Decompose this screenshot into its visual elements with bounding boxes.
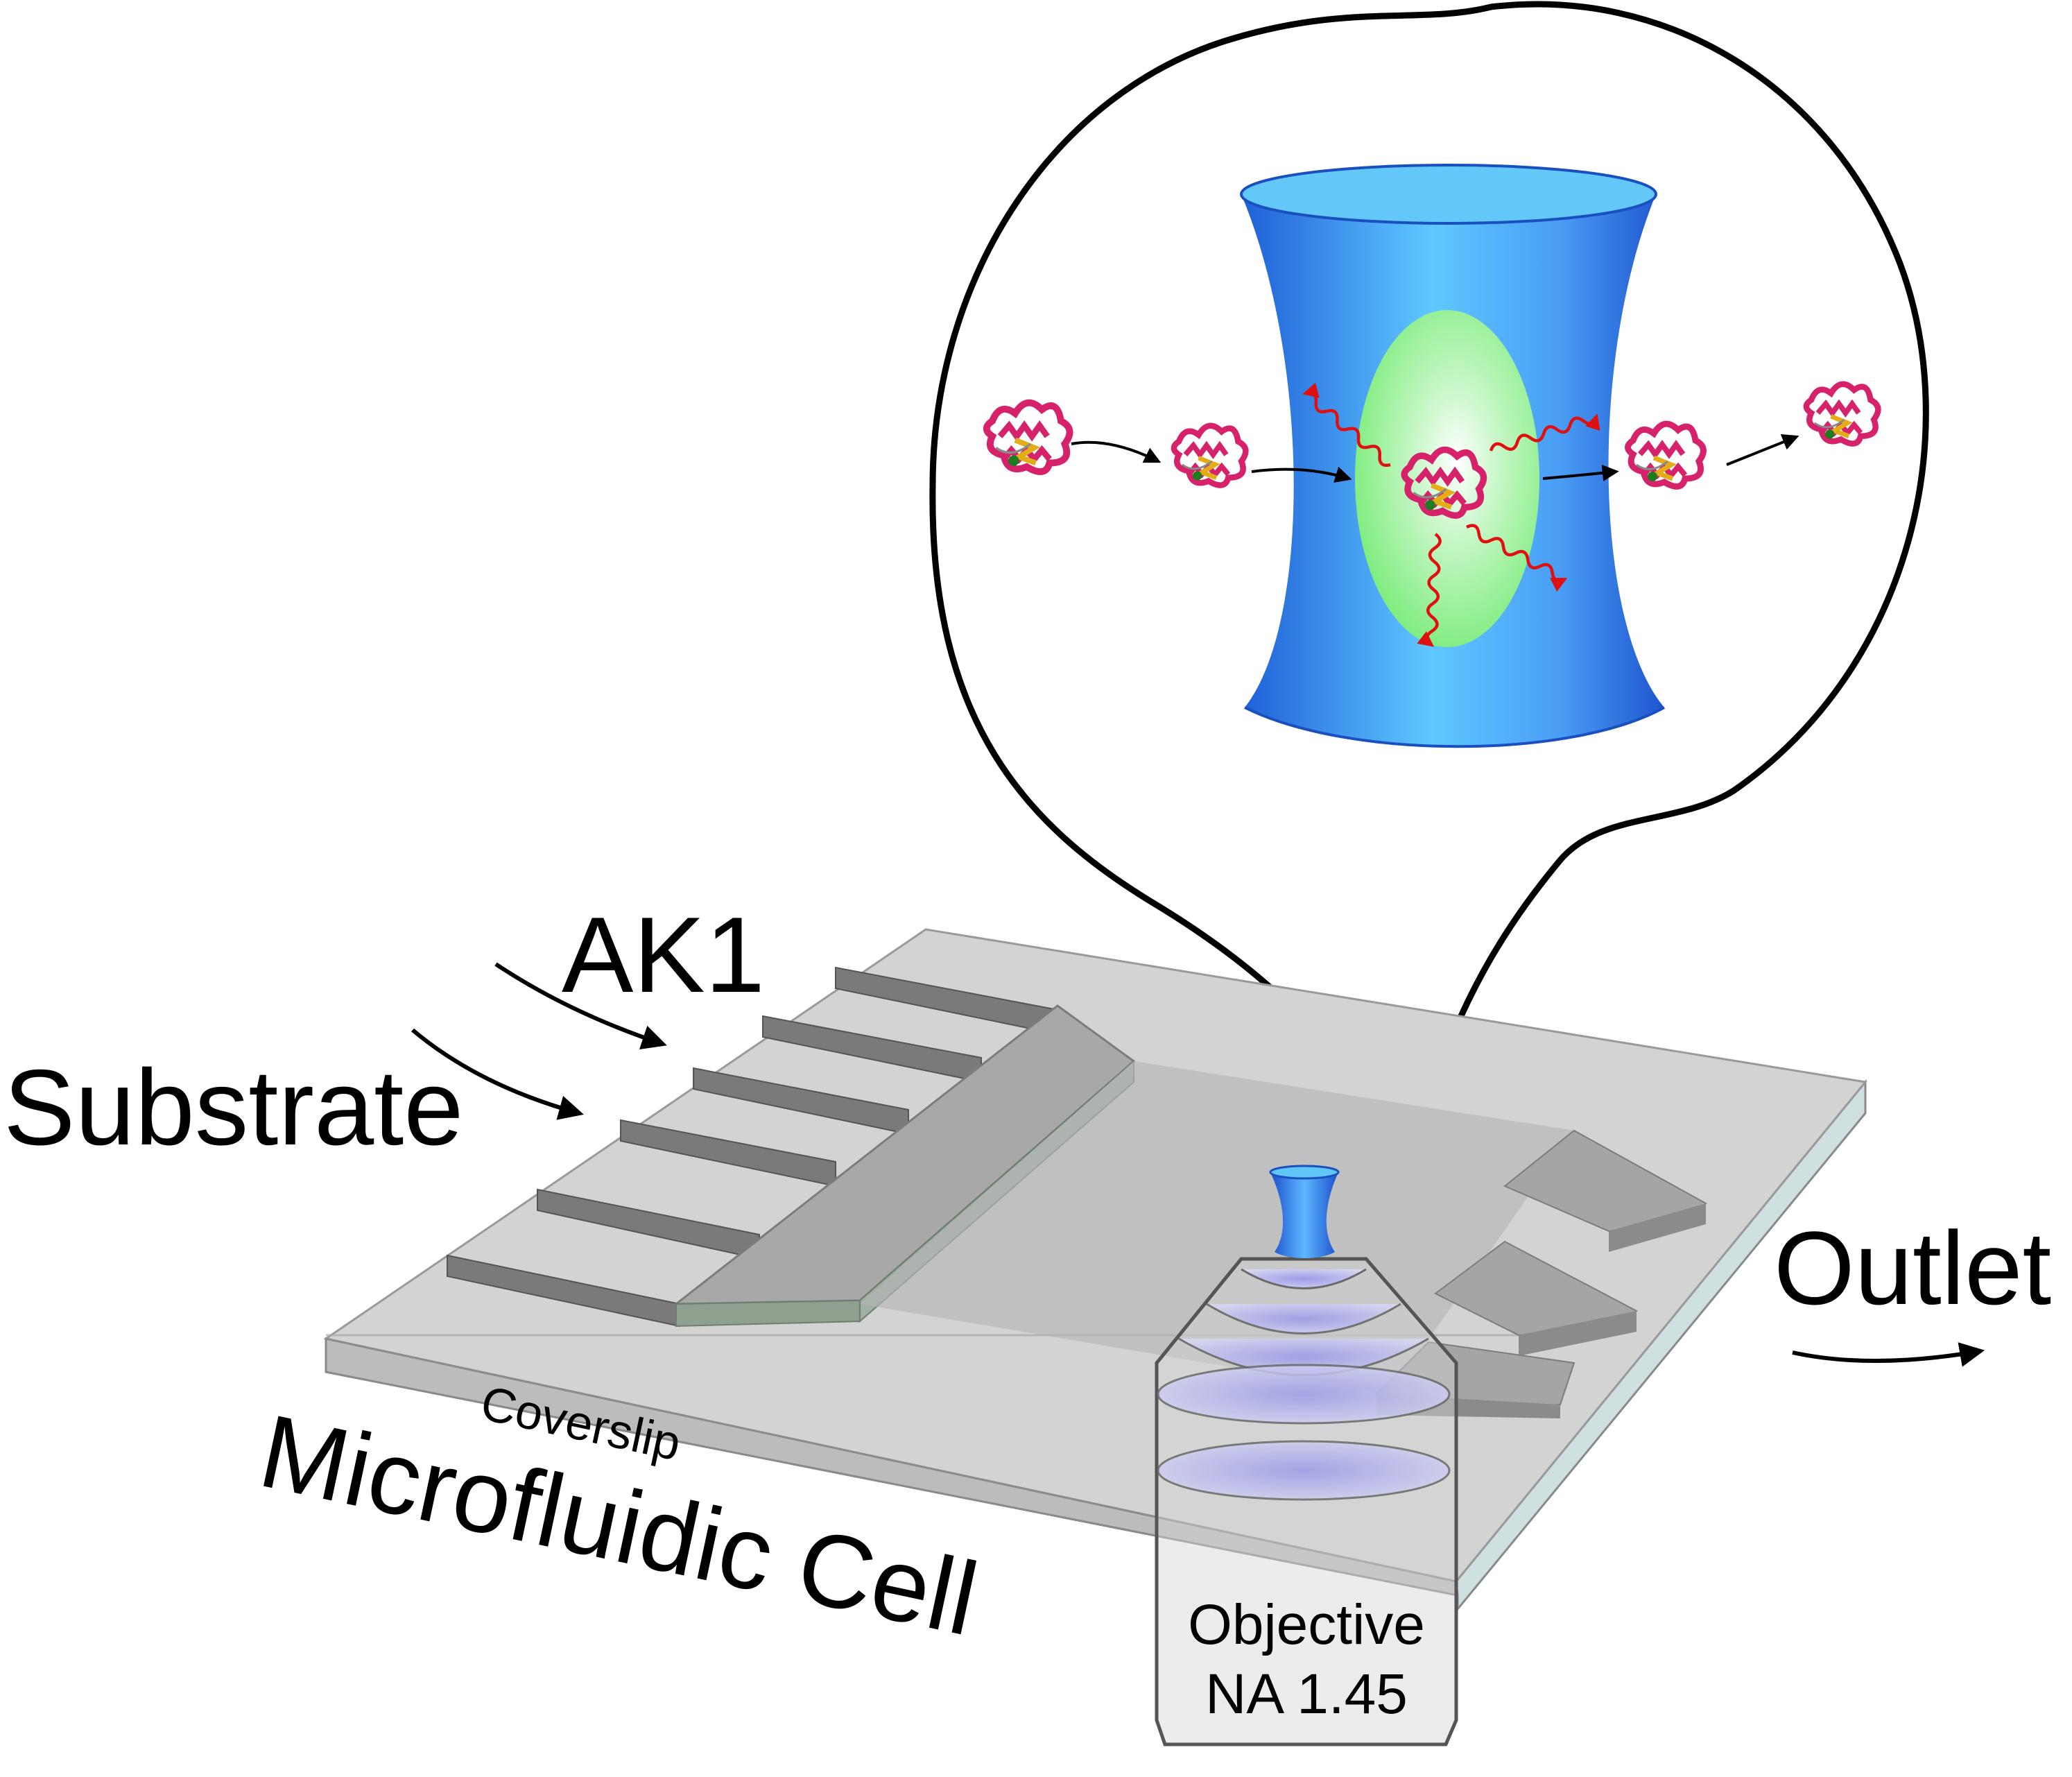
na-label: NA 1.45 <box>1205 1663 1408 1726</box>
focal-volume-small <box>1269 1165 1340 1258</box>
flow-arrow <box>1542 464 1619 481</box>
ak1-label: AK1 <box>562 895 765 1015</box>
input-channels <box>447 966 1055 1328</box>
main-channel <box>860 1061 1574 1394</box>
outlet-arrow <box>1792 1342 1985 1367</box>
substrate-label: Substrate <box>3 1047 463 1167</box>
objective-lens <box>1155 1257 1458 1746</box>
flow-arrow <box>1726 433 1799 466</box>
outlet-label: Outlet <box>1774 1210 2051 1326</box>
flow-arrow <box>1251 466 1352 483</box>
objective-label: Objective <box>1188 1593 1425 1656</box>
flow-arrow <box>1071 440 1162 463</box>
ak1-arrow <box>494 962 667 1049</box>
substrate-arrow <box>411 1028 584 1120</box>
